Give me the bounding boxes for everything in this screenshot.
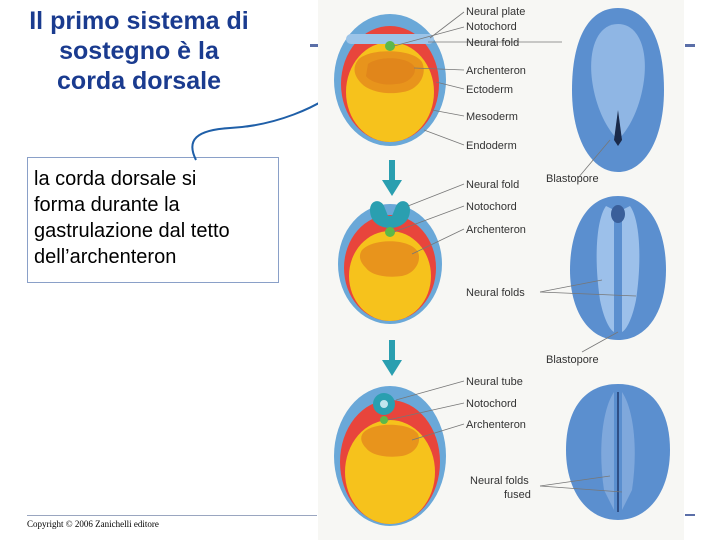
label-neural-folds: Neural folds: [466, 287, 525, 299]
label-ectoderm: Ectoderm: [466, 84, 513, 96]
decorative-dash-left: [310, 44, 320, 47]
stage-arrow-1: [382, 160, 402, 196]
stage1-cross-section: [334, 14, 446, 146]
label-neural-folds-fused-2: fused: [504, 489, 531, 501]
title-line-1: Il primo sistema di: [29, 7, 249, 35]
note-line-1: la corda dorsale si: [34, 168, 197, 190]
leader-lines: [387, 11, 637, 493]
label-neural-fold-2: Neural fold: [466, 179, 519, 191]
label-endoderm: Endoderm: [466, 140, 517, 152]
label-neural-fold-1: Neural fold: [466, 37, 519, 49]
label-notochord-1: Notochord: [466, 21, 517, 33]
copyright-text: Copyright © 2006 Zanichelli editore: [27, 519, 159, 529]
stage-arrow-2: [382, 340, 402, 376]
label-blastopore-2: Blastopore: [546, 354, 599, 366]
note-line-2: forma durante la: [34, 194, 180, 216]
note-line-4: dell’archenteron: [34, 246, 177, 268]
note-line-3: gastrulazione dal tetto: [34, 220, 230, 242]
label-archenteron-3: Archenteron: [466, 419, 526, 431]
bottom-divider: [27, 515, 317, 516]
title-line-3: corda dorsale: [57, 67, 221, 95]
label-neural-folds-fused-1: Neural folds: [470, 475, 529, 487]
decorative-dash-bottom: [685, 514, 695, 516]
title-line-2: sostegno è la: [59, 37, 219, 65]
label-archenteron-1: Archenteron: [466, 65, 526, 77]
stage1-dorsal-view: [572, 8, 664, 172]
label-blastopore-1: Blastopore: [546, 173, 599, 185]
stage3-cross-section: [334, 386, 446, 526]
embryo-illustration: Neural plate Notochord Neural fold Arche…: [334, 6, 670, 526]
stage2-cross-section: [338, 201, 442, 324]
stage2-dorsal-view: [570, 196, 666, 340]
label-mesoderm: Mesoderm: [466, 111, 518, 123]
label-notochord-2: Notochord: [466, 201, 517, 213]
label-neural-tube: Neural tube: [466, 376, 523, 388]
label-archenteron-2: Archenteron: [466, 224, 526, 236]
label-notochord-3: Notochord: [466, 398, 517, 410]
label-neural-plate: Neural plate: [466, 6, 525, 18]
stage3-dorsal-view: [566, 384, 670, 520]
note-box: la corda dorsale si forma durante la gas…: [27, 157, 279, 283]
slide-title: Il primo sistema di sostegno è la corda …: [0, 6, 278, 96]
decorative-dash-right: [685, 44, 695, 47]
embryo-figure: Neural plate Notochord Neural fold Arche…: [318, 0, 684, 540]
